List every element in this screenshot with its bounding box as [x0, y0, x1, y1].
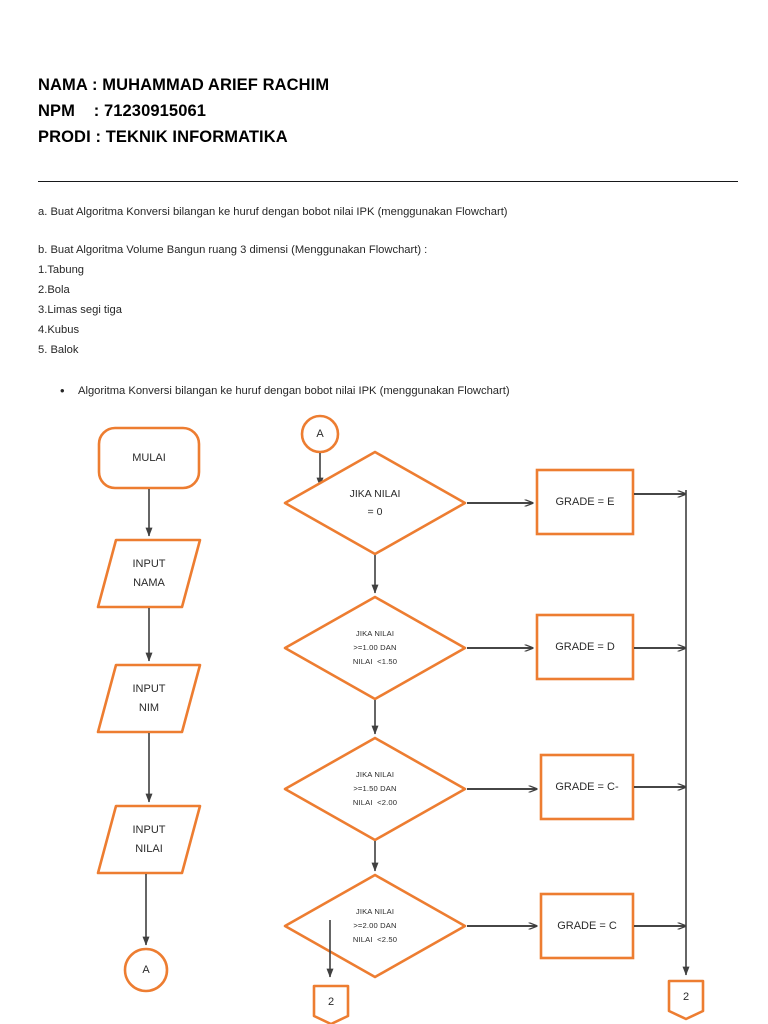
- header-line-nama: NAMA : MUHAMMAD ARIEF RACHIM: [38, 76, 330, 94]
- shape-decision-grade-c: [283, 873, 467, 979]
- shape-connector-a-in: [300, 414, 340, 454]
- shape-grade-c: [539, 892, 635, 960]
- task-b-item-5: 5. Balok: [38, 344, 79, 356]
- shape-grade-e: [535, 468, 635, 536]
- shape-connector-2-left: [312, 984, 350, 1024]
- shape-connector-a-out: [123, 947, 169, 993]
- shape-input-nim: [96, 663, 202, 734]
- shape-connector-2-right: [667, 979, 705, 1021]
- shape-grade-cminus: [539, 753, 635, 821]
- student-header: NAMA : MUHAMMAD ARIEF RACHIM NPM : 71230…: [38, 72, 738, 150]
- assignment-text: a. Buat Algoritma Konversi bilangan ke h…: [38, 202, 738, 360]
- shape-decision-grade-e: [283, 450, 467, 556]
- task-b-item-3: 3.Limas segi tiga: [38, 304, 122, 316]
- bullet-item-label: Algoritma Konversi bilangan ke huruf den…: [78, 385, 510, 397]
- task-a-text: a. Buat Algoritma Konversi bilangan ke h…: [38, 206, 508, 218]
- bullet-marker-icon: •: [60, 383, 65, 398]
- shape-input-nama: [96, 538, 202, 609]
- task-b-item-4: 4.Kubus: [38, 324, 80, 336]
- task-b-item-1: 1.Tabung: [38, 264, 85, 276]
- shape-decision-grade-d: [283, 595, 467, 701]
- header-divider: [38, 181, 738, 182]
- task-b-item-2: 2.Bola: [38, 284, 70, 296]
- shape-decision-grade-cminus: [283, 736, 467, 842]
- shape-grade-d: [535, 613, 635, 681]
- shape-input-nilai: [96, 804, 202, 875]
- bullet-list-item: • Algoritma Konversi bilangan ke huruf d…: [60, 383, 720, 399]
- task-b-text: b. Buat Algoritma Volume Bangun ruang 3 …: [38, 244, 428, 256]
- header-line-prodi: PRODI : TEKNIK INFORMATIKA: [38, 128, 288, 146]
- header-line-npm: NPM : 71230915061: [38, 102, 207, 120]
- shape-mulai: [97, 426, 201, 490]
